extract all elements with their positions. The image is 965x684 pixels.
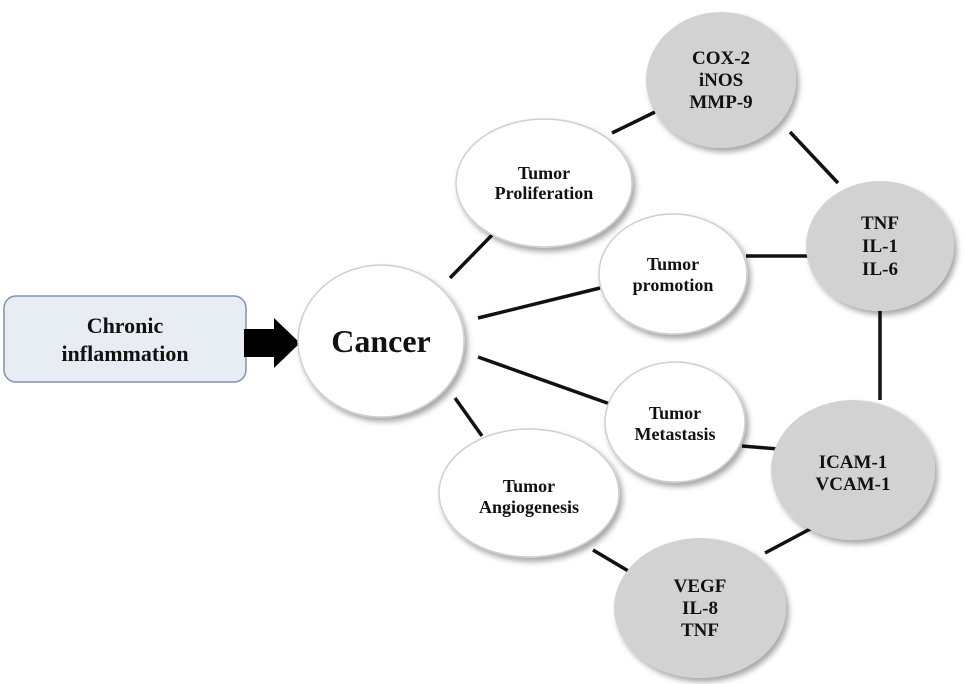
- edge-cancer-promotion: [477, 286, 601, 320]
- node-label-line: TNF: [681, 620, 719, 641]
- chronic-inflammation-box: Chronic inflammation: [3, 295, 247, 383]
- node-label-line: MMP-9: [689, 92, 752, 113]
- node-label-line: promotion: [633, 275, 714, 295]
- node-label-line: iNOS: [699, 70, 743, 91]
- node-tumor-metastasis: Tumor Metastasis: [604, 361, 746, 483]
- node-shape: [771, 400, 935, 540]
- node-label-line: VEGF: [674, 576, 727, 597]
- node-label-line: VCAM-1: [816, 474, 891, 495]
- cancer-node: Cancer: [297, 264, 465, 418]
- start-label-line-1: Chronic: [87, 313, 164, 338]
- node-label-line: ICAM-1: [819, 452, 888, 473]
- node-label-line: Tumor: [518, 163, 570, 183]
- node-shape: [598, 213, 748, 335]
- node-shape: [646, 12, 796, 148]
- node-label-line: IL-6: [862, 259, 898, 280]
- edge-cancer-proliferation: [448, 233, 494, 280]
- edge-metastasis-icam: [741, 444, 779, 451]
- node-label-line: IL-8: [682, 598, 718, 619]
- node-vegf-il8-tnf: VEGF IL-8 TNF: [614, 538, 786, 678]
- node-tumor-angiogenesis: Tumor Angiogenesis: [438, 428, 620, 558]
- node-cox2-inos-mmp9: COX-2 iNOS MMP-9: [646, 12, 796, 148]
- node-label-line: Proliferation: [495, 183, 594, 203]
- node-shape: [806, 181, 954, 311]
- node-label-line: Tumor: [503, 476, 555, 496]
- node-label-line: IL-1: [862, 236, 898, 257]
- edge-proliferation-cox: [611, 110, 656, 135]
- edge-angiogenesis-vegf: [592, 548, 631, 574]
- node-icam1-vcam1: ICAM-1 VCAM-1: [771, 400, 935, 540]
- cancer-label: Cancer: [331, 323, 431, 359]
- start-label-line-2: inflammation: [61, 341, 188, 366]
- node-tnf-il1-il6: TNF IL-1 IL-6: [806, 181, 954, 311]
- node-label-line: TNF: [861, 213, 899, 234]
- edge-cancer-angiogenesis: [453, 396, 484, 438]
- connectors: [448, 110, 882, 574]
- node-shape: [455, 118, 633, 248]
- node-shape: [438, 428, 620, 558]
- node-tumor-promotion: Tumor promotion: [598, 213, 748, 335]
- node-label-line: Metastasis: [635, 424, 716, 444]
- edge-cox-tnf: [788, 130, 840, 185]
- arrow-right-icon: [244, 318, 300, 368]
- node-label-line: Tumor: [647, 254, 699, 274]
- start-box-shape: [3, 295, 247, 383]
- node-label-line: COX-2: [692, 48, 750, 69]
- node-shape: [614, 538, 786, 678]
- edge-vegf-icam: [764, 526, 813, 555]
- node-label-line: Angiogenesis: [479, 497, 579, 517]
- edge-cancer-metastasis: [477, 355, 611, 406]
- cancer-node-shape: [297, 264, 465, 418]
- node-label-line: Tumor: [649, 403, 701, 423]
- node-shape: [604, 361, 746, 483]
- node-tumor-proliferation: Tumor Proliferation: [455, 118, 633, 248]
